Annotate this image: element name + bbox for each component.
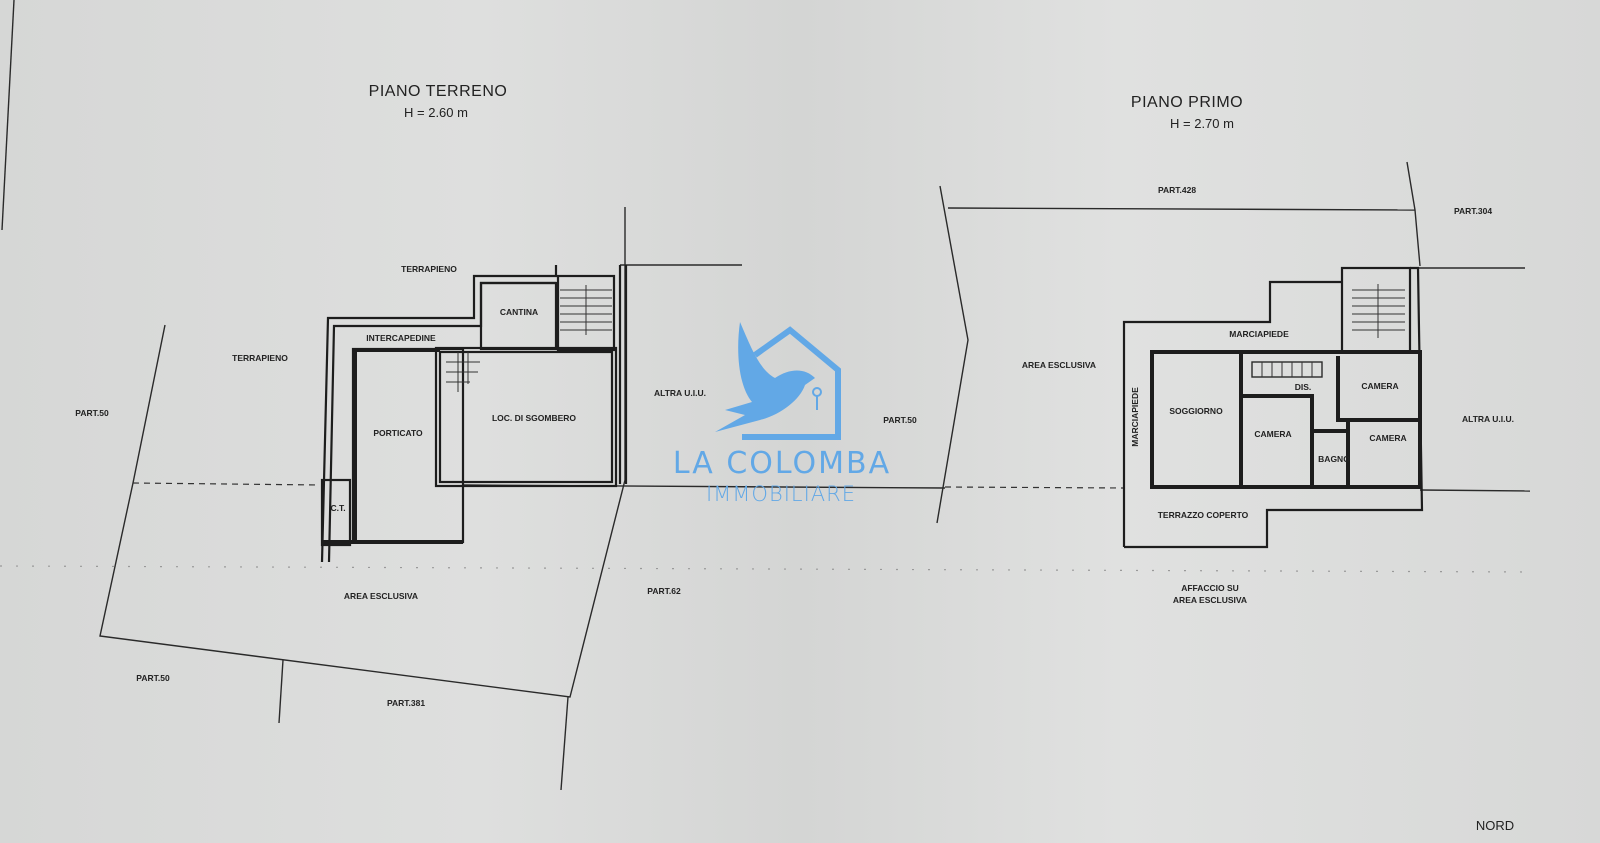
label-soggiorno: SOGGIORNO	[1169, 406, 1223, 416]
watermark-title: LA COLOMBA	[673, 446, 891, 481]
dotted-line	[0, 565, 1531, 573]
label-affaccio: AREA ESCLUSIVA	[1173, 595, 1247, 605]
staircase	[1340, 266, 1412, 354]
apartment-walls	[1150, 350, 1422, 489]
internal-stair	[1251, 361, 1323, 378]
label-altra-uiu: ALTRA U.I.U.	[1462, 414, 1514, 424]
dashed-boundary	[132, 482, 321, 486]
label-porticato: PORTICATO	[373, 428, 423, 438]
key-icon	[812, 387, 822, 397]
label-camera: CAMERA	[1254, 429, 1291, 439]
parcel-boundary	[99, 207, 626, 698]
ground-floor-height: H = 2.60 m	[404, 105, 468, 120]
stair-steps	[1261, 362, 1313, 377]
sgombero-room	[438, 350, 614, 484]
first-floor-height: H = 2.70 m	[1170, 116, 1234, 131]
boundary-line	[936, 185, 969, 524]
label-area-esclusiva: AREA ESCLUSIVA	[1022, 360, 1096, 370]
label-ct: C.T.	[330, 503, 345, 513]
outer-wall	[1122, 280, 1342, 547]
label-camera: CAMERA	[1369, 433, 1406, 443]
label-affaccio: AFFACCIO SU	[1181, 583, 1239, 593]
label-part62: PART.62	[647, 586, 681, 596]
outer-wall	[320, 265, 558, 563]
label-part50: PART.50	[75, 408, 109, 418]
sgombero-outer	[434, 346, 618, 488]
boundary-line	[947, 207, 1416, 211]
outer-wall	[1124, 266, 1424, 549]
label-part381: PART.381	[387, 698, 425, 708]
label-loc-sgombero: LOC. DI SGOMBERO	[492, 413, 576, 423]
label-terrazzo-coperto: TERRAZZO COPERTO	[1158, 510, 1249, 520]
watermark-subtitle: IMMOBILIARE	[706, 482, 856, 506]
watermark-logo: LA COLOMBA IMMOBILIARE	[673, 322, 891, 506]
dove-icon	[715, 322, 815, 432]
label-part50: PART.50	[883, 415, 917, 425]
boundary-line	[278, 659, 284, 724]
boundary-line	[1419, 489, 1531, 492]
label-camera: CAMERA	[1361, 381, 1398, 391]
label-terrapieno: TERRAPIENO	[232, 353, 288, 363]
page-edge	[1, 0, 15, 231]
label-part428: PART.428	[1158, 185, 1196, 195]
north-label: NORD	[1476, 818, 1514, 833]
first-floor-title: PIANO PRIMO	[1131, 94, 1243, 111]
label-cantina: CANTINA	[500, 307, 538, 317]
label-marciapiede: MARCIAPIEDE	[1130, 387, 1140, 447]
boundary-line	[560, 696, 569, 791]
house-outline-icon	[742, 326, 841, 440]
label-marciapiede: MARCIAPIEDE	[1229, 329, 1289, 339]
internal-stair	[446, 352, 480, 392]
label-area-esclusiva: AREA ESCLUSIVA	[344, 591, 418, 601]
dashed-boundary	[944, 486, 1126, 489]
stair-steps	[560, 285, 612, 335]
label-part50: PART.50	[136, 673, 170, 683]
label-dis: DIS.	[1295, 382, 1312, 392]
boundary-line	[1406, 161, 1421, 267]
label-altra-uiu: ALTRA U.I.U.	[654, 388, 706, 398]
first-floor-plan: PIANO PRIMO H = 2.70 m PART.428	[0, 94, 1531, 605]
label-terrapieno: TERRAPIENO	[401, 264, 457, 274]
label-bagno: BAGNO	[1318, 454, 1350, 464]
wall	[1241, 394, 1314, 487]
wall	[1336, 356, 1418, 422]
ground-floor-title: PIANO TERRENO	[369, 83, 508, 100]
ground-floor-plan: PIANO TERRENO H = 2.60 m	[75, 83, 946, 791]
porticato-room	[351, 347, 465, 544]
ct-room	[320, 478, 352, 547]
label-intercapedine: INTERCAPEDINE	[366, 333, 436, 343]
label-part304: PART.304	[1454, 206, 1492, 216]
staircase	[556, 274, 616, 352]
stair-steps	[1352, 284, 1405, 338]
